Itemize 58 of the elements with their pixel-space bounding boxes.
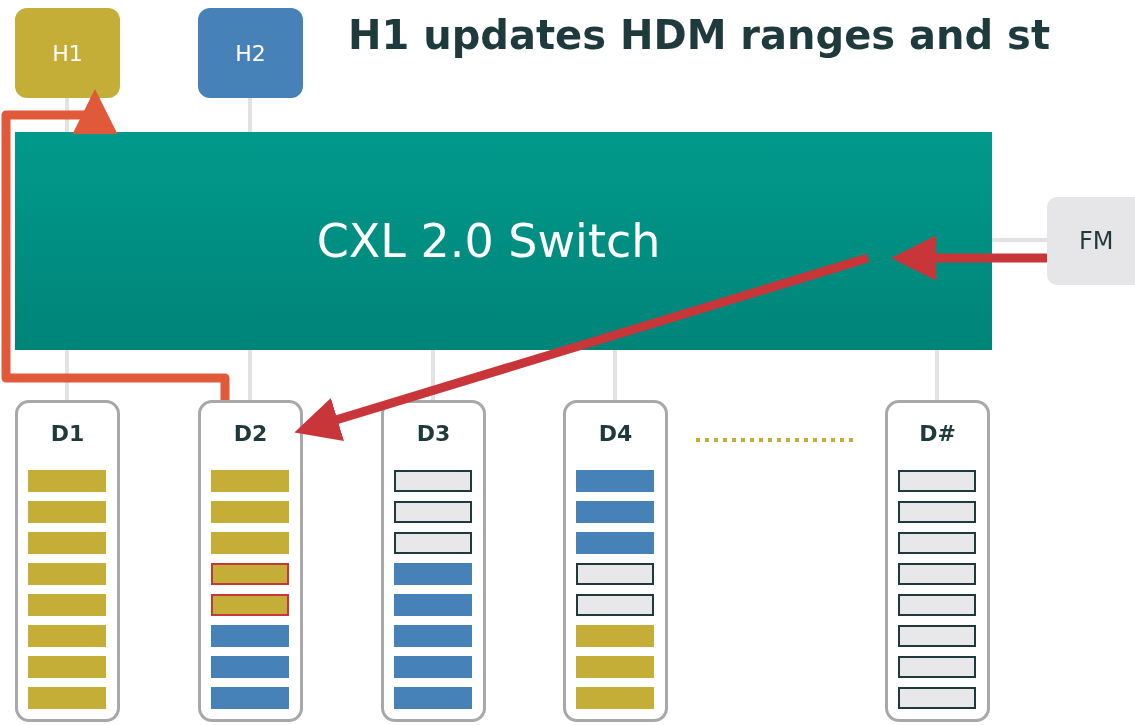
memory-slice — [394, 470, 472, 492]
memory-slice — [28, 501, 106, 523]
memory-slice — [28, 470, 106, 492]
memory-slice — [576, 594, 654, 616]
memory-slice — [898, 687, 976, 709]
memory-slice — [576, 563, 654, 585]
memory-slice — [211, 470, 289, 492]
memory-slice — [394, 625, 472, 647]
memory-slice — [898, 470, 976, 492]
memory-slice — [28, 563, 106, 585]
memory-slice — [898, 501, 976, 523]
memory-slice — [898, 532, 976, 554]
device-label: D3 — [415, 421, 452, 446]
switch-box: CXL 2.0 Switch — [15, 132, 992, 350]
host-box: H2 — [198, 8, 303, 98]
device-box — [15, 400, 120, 722]
memory-slice — [28, 656, 106, 678]
manager-box: FM — [1047, 197, 1135, 285]
memory-slice — [28, 625, 106, 647]
memory-slice — [898, 625, 976, 647]
memory-slice — [394, 532, 472, 554]
memory-slice — [211, 594, 289, 616]
arrow — [1, 89, 230, 400]
device-box — [563, 400, 668, 722]
memory-slice — [211, 532, 289, 554]
memory-slice — [211, 501, 289, 523]
device-box — [885, 400, 990, 722]
memory-slice — [576, 532, 654, 554]
memory-slice — [898, 594, 976, 616]
device-box — [198, 400, 303, 722]
memory-slice — [211, 656, 289, 678]
arrow — [891, 235, 1047, 281]
device-label: D2 — [232, 421, 269, 446]
memory-slice — [898, 656, 976, 678]
memory-slice — [576, 687, 654, 709]
memory-slice — [211, 563, 289, 585]
memory-slice — [394, 687, 472, 709]
memory-slice — [28, 594, 106, 616]
memory-slice — [28, 532, 106, 554]
memory-slice — [394, 501, 472, 523]
memory-slice — [576, 656, 654, 678]
memory-slice — [211, 687, 289, 709]
device-box — [381, 400, 486, 722]
device-label: D1 — [49, 421, 86, 446]
device-label: D# — [918, 421, 957, 446]
memory-slice — [394, 563, 472, 585]
arrow — [294, 253, 870, 442]
memory-slice — [576, 470, 654, 492]
memory-slice — [898, 563, 976, 585]
host-box: H1 — [15, 8, 120, 98]
device-label: D4 — [597, 421, 634, 446]
memory-slice — [28, 687, 106, 709]
memory-slice — [576, 501, 654, 523]
memory-slice — [394, 656, 472, 678]
memory-slice — [576, 625, 654, 647]
title: H1 updates HDM ranges and st — [348, 12, 1050, 58]
memory-slice — [211, 625, 289, 647]
memory-slice — [394, 594, 472, 616]
